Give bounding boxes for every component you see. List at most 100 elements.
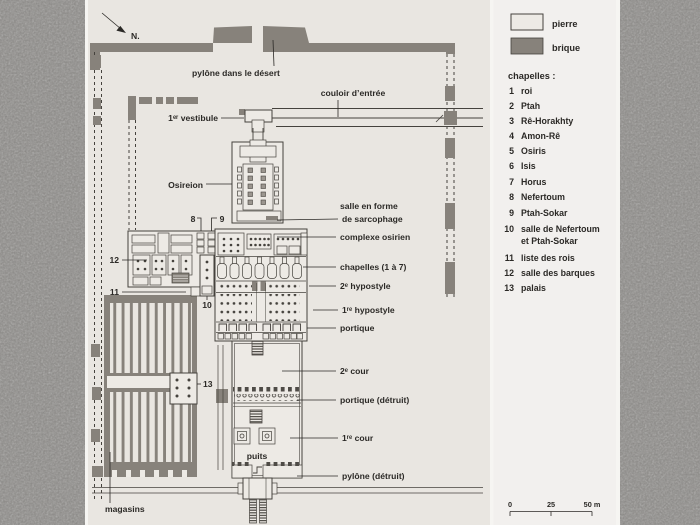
legend-chapelles-list: 1 roi 2 Ptah 3 Rê-Horakhty 4 Amon-Rê 5 O…	[504, 86, 600, 293]
scale-25: 25	[547, 500, 555, 509]
legend-swatch-brique	[510, 37, 544, 55]
chapelle-10-label-line2: et Ptah-Sokar	[521, 236, 578, 246]
east-wall-blocks	[445, 86, 455, 294]
chapelle-2-label: Ptah	[521, 101, 540, 111]
label-chapelles: chapelles (1 à 7)	[340, 262, 407, 272]
legend-label-brique: brique	[552, 43, 580, 53]
gate-stairs	[249, 498, 267, 524]
label-cour-2: 2ᵉ cour	[340, 366, 370, 376]
chapelle-2-num: 2	[509, 101, 514, 111]
chapelle-5-num: 5	[509, 146, 514, 156]
pylon-desert-left-tower	[213, 26, 252, 43]
label-couloir-entree: couloir d’entrée	[321, 88, 386, 98]
ramp-second-court	[251, 340, 264, 356]
west-service-corridor	[217, 345, 224, 470]
chapelle-11-num: 11	[505, 253, 514, 263]
label-magasins: magasins	[105, 504, 145, 514]
left-edge-highlight	[85, 0, 88, 525]
palais-structure	[169, 372, 198, 405]
right-edge-highlight	[616, 0, 620, 525]
osireion-niches	[237, 166, 279, 205]
scale-0: 0	[508, 500, 512, 509]
label-osireion: Osireion	[168, 180, 203, 190]
entrance-gate	[237, 477, 278, 524]
label-num-11: 11	[110, 287, 119, 297]
label-sarcophage-2: de sarcophage	[342, 214, 403, 224]
temple-courts	[231, 340, 303, 479]
magasins-rooms-north	[110, 303, 192, 373]
north-arrow-shaft	[101, 12, 122, 30]
north-arrow: N.	[101, 12, 140, 41]
chapelle-4-label: Amon-Rê	[521, 131, 560, 141]
leader-lines	[109, 39, 339, 503]
label-hypostyle-1: 1ʳᵉ hypostyle	[342, 305, 395, 315]
magasins-corridor	[107, 376, 171, 388]
chapelle-11-label: liste des rois	[521, 253, 575, 263]
north-arrow-head	[116, 25, 126, 33]
scale-50: 50 m	[584, 500, 601, 509]
magasins-block	[104, 295, 228, 477]
label-num-12: 12	[109, 255, 119, 265]
chapelle-13-num: 13	[504, 283, 514, 293]
ramp-first-court	[249, 409, 263, 424]
second-hypostyle	[219, 281, 300, 291]
north-wall-left	[90, 43, 213, 52]
chapelle-6-num: 6	[509, 161, 514, 171]
label-cour-1: 1ʳᵉ cour	[342, 433, 374, 443]
approach-road	[92, 487, 483, 494]
magasins-south-notches	[112, 470, 187, 477]
osirian-complex-rooms	[217, 232, 308, 256]
label-num-8: 8	[191, 214, 196, 224]
chapelle-12-num: 12	[504, 268, 514, 278]
annex-stair-block	[171, 272, 190, 284]
label-puits: puits	[247, 451, 268, 461]
destroyed-portico	[233, 387, 301, 407]
chapelle-3-label: Rê-Horakhty	[521, 116, 573, 126]
chapelle-10-num: 10	[504, 224, 514, 234]
nefertoum-ptahsokar-complex	[196, 232, 216, 297]
label-complexe-osirien: complexe osirien	[340, 232, 410, 242]
chapelle-13-label: palais	[521, 283, 546, 293]
chapelle-12-label: salle des barques	[521, 268, 595, 278]
scale-bar: 0 25 50 m	[508, 500, 601, 516]
chapelle-8-num: 8	[509, 192, 514, 202]
label-vestibule: 1ᵉʳ vestibule	[168, 113, 218, 123]
entrance-corridor	[272, 108, 483, 127]
label-hypostyle-2: 2ᵉ hypostyle	[340, 281, 391, 291]
chapelle-9-num: 9	[509, 208, 514, 218]
label-num-10: 10	[202, 300, 212, 310]
chapelle-7-label: Horus	[521, 177, 547, 187]
osireion-piers	[247, 167, 266, 205]
north-wall-right	[263, 43, 447, 52]
chapelle-10-label: salle de Nefertoum	[521, 224, 600, 234]
plan-labels: pylône dans le désert couloir d’entrée 1…	[105, 68, 410, 514]
label-portique: portique	[340, 323, 375, 333]
northeast-corner	[446, 43, 455, 54]
sarcophagus-room	[236, 210, 282, 222]
label-num-13: 13	[203, 379, 213, 389]
north-label: N.	[131, 31, 140, 41]
chapelle-1-label: roi	[521, 86, 532, 96]
chapelle-1-num: 1	[509, 86, 514, 96]
chapelle-8-label: Nefertoum	[521, 192, 565, 202]
chapelle-5-label: Osiris	[521, 146, 546, 156]
first-vestibule	[239, 109, 273, 133]
label-pylone-desert: pylône dans le désert	[192, 68, 280, 78]
inner-north-wall	[128, 96, 198, 230]
destroyed-pylon	[231, 462, 303, 479]
legend-chapelles-title: chapelles :	[508, 71, 556, 81]
legend-swatch-pierre	[510, 13, 544, 31]
panel-divider	[490, 0, 494, 525]
chapelle-4-num: 4	[509, 131, 514, 141]
temple-front-body	[214, 228, 308, 342]
osireion-structure	[231, 128, 284, 224]
enclosure-wall	[90, 26, 455, 500]
chapelle-6-label: Isis	[521, 161, 536, 171]
west-wall-blocks	[91, 55, 103, 477]
legend-label-pierre: pierre	[552, 19, 578, 29]
legend: pierre brique chapelles : 1 roi 2 Ptah 3…	[504, 13, 601, 516]
chapelle-7-num: 7	[509, 177, 514, 187]
